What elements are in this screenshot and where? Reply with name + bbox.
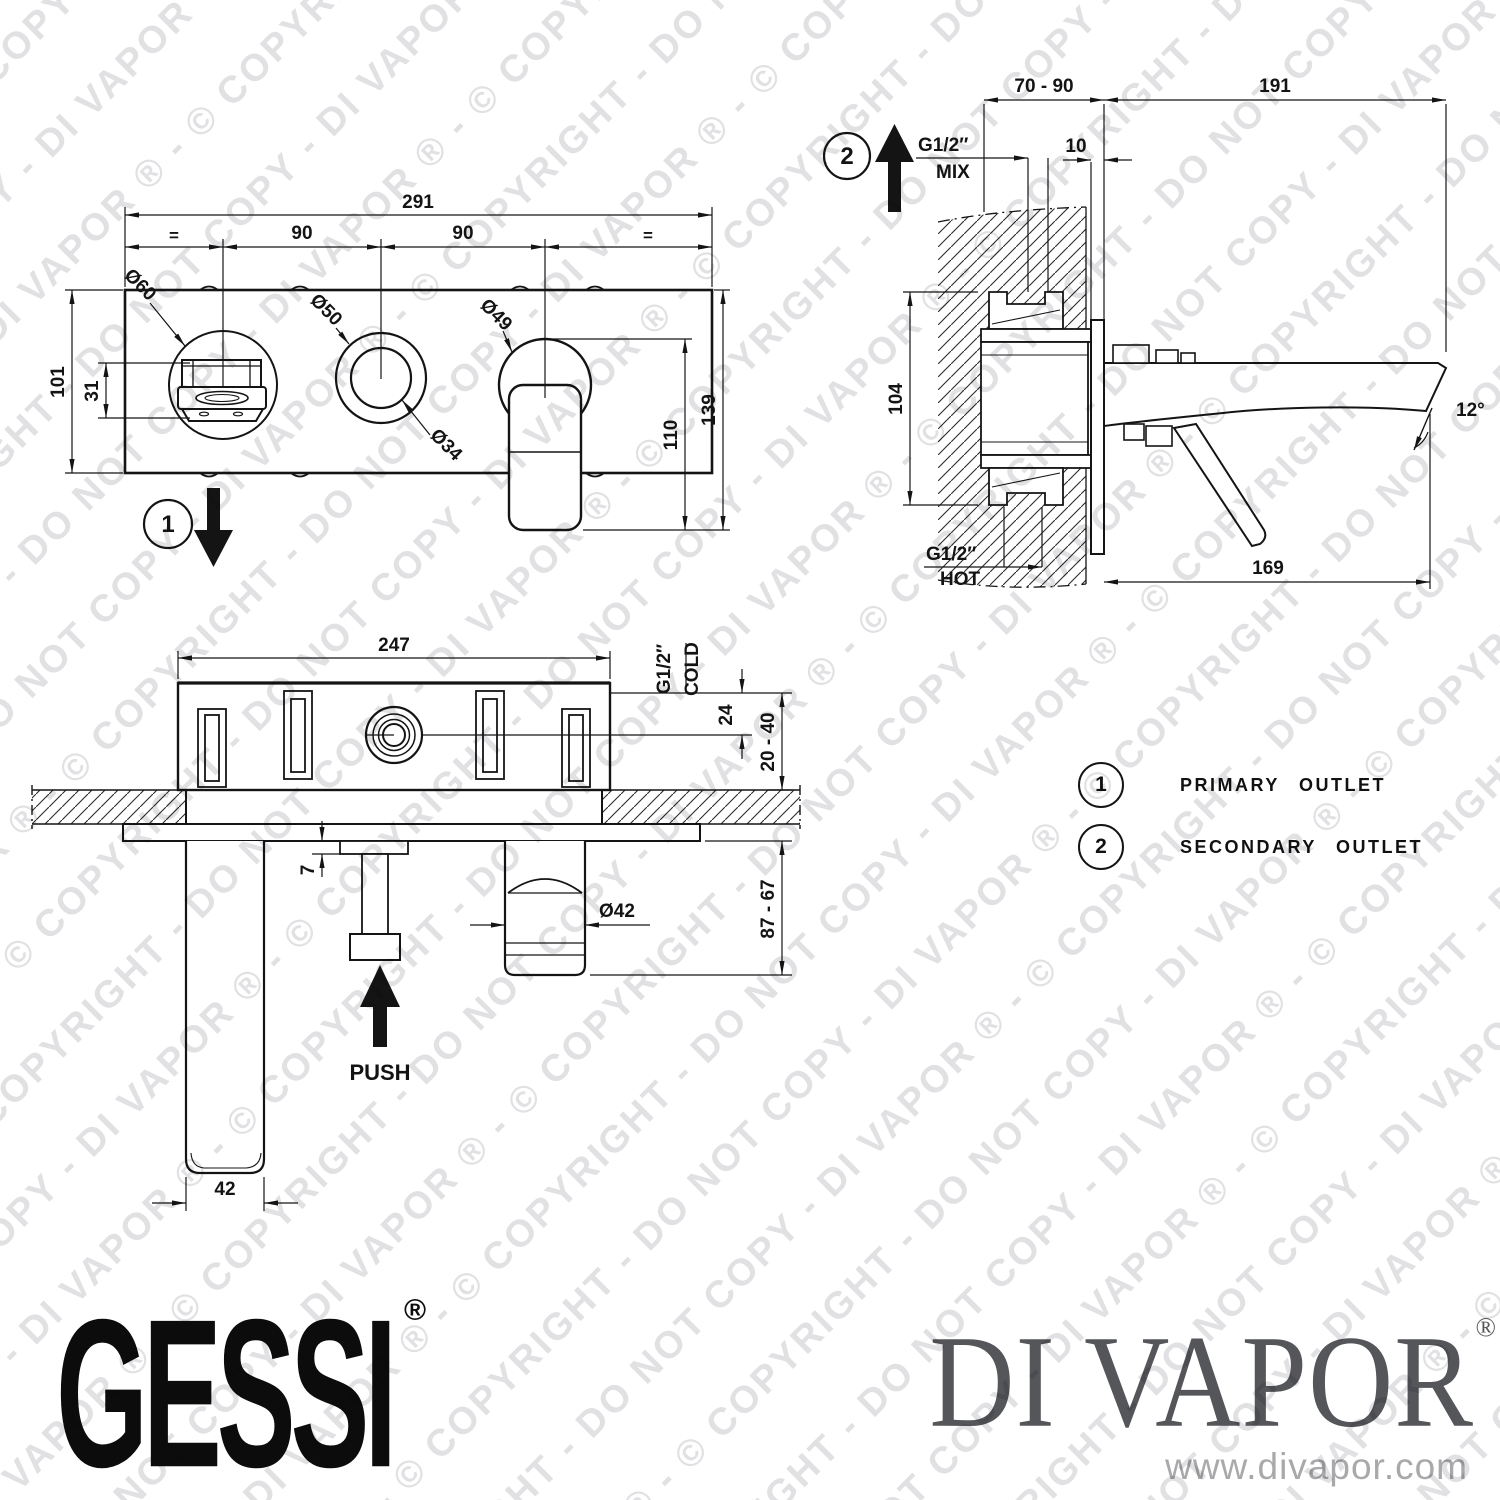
- dim-label: Ø49: [476, 295, 516, 335]
- gessi-logo: GESSI ®: [56, 1287, 456, 1498]
- dim-label: 42: [214, 1179, 235, 1200]
- trim-plate-outline: [123, 288, 714, 475]
- dim-label: 12°: [1456, 400, 1485, 421]
- dim-label: 24: [716, 704, 737, 726]
- legend-num-1: 1: [1078, 762, 1124, 808]
- dim-label: 291: [402, 192, 434, 213]
- dim-label: 10: [1065, 136, 1086, 157]
- spout-fixings: [1112, 344, 1196, 447]
- dim-label: 139: [699, 394, 720, 426]
- dim-arrowheads: [125, 244, 712, 250]
- website-url: www.divapor.com: [1165, 1446, 1468, 1487]
- dim-label: MIX: [936, 162, 970, 183]
- legend-row-secondary: 2 SECONDARY OUTLET: [1078, 824, 1423, 870]
- spout-front-detail: [177, 359, 267, 422]
- dim-label: Ø50: [306, 290, 346, 330]
- primary-outlet-down-arrow-icon: [194, 488, 233, 567]
- push-diverter: [339, 840, 409, 961]
- dim-label: 191: [1259, 76, 1291, 97]
- dim-label: COLD: [682, 642, 703, 696]
- divapor-logo-text: DI VAPOR: [929, 1308, 1474, 1455]
- dim-label: 90: [452, 223, 473, 244]
- dim-label: Ø42: [599, 901, 635, 922]
- dim-label: HOT: [940, 569, 981, 590]
- dim-label: 20 - 40: [758, 712, 779, 771]
- handle-plan: [503, 841, 587, 977]
- wall-hatch-right: [602, 790, 800, 824]
- legend-row-primary: 1 PRIMARY OUTLET: [1078, 762, 1423, 808]
- gessi-registered-mark: ®: [404, 1294, 427, 1327]
- dim-label: =: [169, 226, 179, 245]
- legend-label-primary: PRIMARY OUTLET: [1180, 774, 1387, 795]
- lever-handle-profile: [1172, 422, 1267, 548]
- dim-label: 110: [661, 420, 682, 451]
- dim-label: 169: [1252, 558, 1284, 579]
- dim-label: =: [643, 226, 653, 245]
- dim-label: 101: [48, 366, 69, 398]
- dim-label: 247: [378, 635, 410, 656]
- dim-label: 90: [291, 223, 312, 244]
- front-view-drawing: 291 = 90 90 = 101 31 Ø60 Ø50 Ø34 Ø49 110…: [48, 192, 730, 567]
- divapor-logo: DI VAPOR ®: [929, 1312, 1496, 1448]
- plan-view-drawing: 247 42 7 Ø42 G1/2″ COLD 24 20 - 40 87 - …: [31, 635, 801, 1211]
- trim-plate-plan: [122, 823, 701, 842]
- gessi-logo-text: GESSI: [56, 1274, 397, 1500]
- callout-2-badge: [822, 131, 872, 181]
- side-view-drawing: 70 - 90 191 10 G1/2″ MIX 104 G1/2″ HOT 1…: [822, 76, 1485, 590]
- wall-hatch-left: [32, 790, 186, 824]
- dim-label: 104: [886, 383, 907, 415]
- callout-2-number: 2: [840, 143, 853, 170]
- callout-1-number: 1: [161, 511, 174, 538]
- legend: 1 PRIMARY OUTLET 2 SECONDARY OUTLET: [1078, 762, 1423, 886]
- push-label: PUSH: [349, 1060, 410, 1085]
- dim-label: 7: [298, 865, 319, 876]
- spout-plan: [184, 841, 266, 1175]
- trim-plate-section: [1090, 319, 1105, 555]
- legend-num-2: 2: [1078, 824, 1124, 870]
- secondary-outlet-up-arrow-icon: [875, 124, 914, 212]
- dim-label: Ø34: [426, 425, 467, 466]
- dim-label: G1/2″: [926, 544, 976, 565]
- dim-label: 87 - 67: [758, 879, 779, 938]
- valve-body-section: [980, 291, 1094, 506]
- push-up-arrow-icon: [360, 965, 400, 1047]
- callout-1-badge: [142, 498, 194, 550]
- spout-profile: [1103, 362, 1448, 428]
- divapor-registered-mark: ®: [1475, 1312, 1496, 1342]
- dim-label: G1/2″: [654, 644, 675, 694]
- dim-label: G1/2″: [918, 135, 968, 156]
- dim-label: 70 - 90: [1014, 76, 1073, 97]
- legend-label-secondary: SECONDARY OUTLET: [1180, 836, 1424, 857]
- dim-label: 31: [82, 380, 103, 402]
- recessed-body: [176, 681, 612, 824]
